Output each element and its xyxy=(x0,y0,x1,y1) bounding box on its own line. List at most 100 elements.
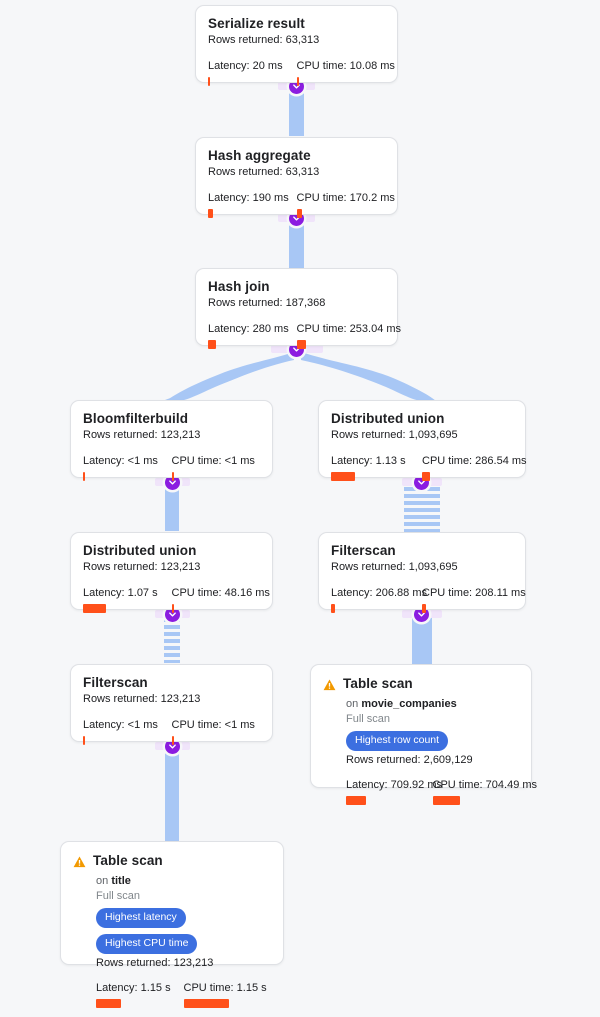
chevron-down-icon xyxy=(293,84,300,89)
cpu-bar xyxy=(171,472,174,481)
latency-label: Latency: 1.07 s xyxy=(83,587,158,599)
edge-bloomfilterbuild-to-distunion xyxy=(165,487,179,531)
latency-bar xyxy=(208,209,213,218)
cpu-metric: CPU time: <1 ms xyxy=(171,718,261,745)
plan-node-filterscan-left[interactable]: Filterscan Rows returned: 123,213 Latenc… xyxy=(70,664,273,745)
cpu-bar xyxy=(422,472,430,481)
edge-right-branch xyxy=(297,351,436,401)
edge-left-branch xyxy=(165,353,296,400)
plan-node-bloomfilterbuild[interactable]: Bloomfilterbuild Rows returned: 123,213 … xyxy=(70,400,273,481)
rows-returned: Rows returned: 2,609,129 xyxy=(346,754,473,766)
on-prefix: on xyxy=(346,698,359,710)
cpu-label: CPU time: 170.2 ms xyxy=(296,192,395,204)
node-header: Hash aggregate xyxy=(208,147,385,164)
edge-hashjoin-to-bloomfilterbuild xyxy=(176,352,298,400)
latency-bar xyxy=(331,604,335,613)
metrics-row: Latency: <1 ms CPU time: <1 ms xyxy=(83,718,260,745)
plan-node-filterscan-right[interactable]: Filterscan Rows returned: 1,093,695 Late… xyxy=(318,532,526,613)
node-title: Hash aggregate xyxy=(208,148,311,163)
cpu-label: CPU time: <1 ms xyxy=(171,455,255,467)
rows-returned: Rows returned: 123,213 xyxy=(83,561,201,573)
cpu-bar xyxy=(183,999,229,1008)
cpu-bar xyxy=(422,604,426,613)
latency-metric: Latency: 20 ms xyxy=(208,59,297,86)
node-title: Table scan xyxy=(343,676,413,691)
metrics-row: Latency: 1.07 s CPU time: 48.16 ms xyxy=(83,586,270,613)
metrics-row: Latency: <1 ms CPU time: <1 ms xyxy=(83,454,260,481)
chevron-down-icon xyxy=(293,216,300,221)
chevron-down-icon xyxy=(169,480,176,485)
latency-metric: Latency: 1.15 s xyxy=(96,981,184,1008)
table-name: title xyxy=(111,875,131,887)
badge-highest-cpu-time[interactable]: Highest CPU time xyxy=(96,934,198,954)
cpu-label: CPU time: 48.16 ms xyxy=(171,587,270,599)
metrics-row: Latency: 1.15 s CPU time: 1.15 s xyxy=(96,981,271,1008)
warning-triangle-icon xyxy=(73,855,86,873)
cpu-label: CPU time: 286.54 ms xyxy=(422,455,527,467)
plan-node-table-scan-movie-companies[interactable]: Table scan on movie_companies Full scan … xyxy=(310,664,537,805)
node-title: Serialize result xyxy=(208,16,305,31)
node-header: Distributed union xyxy=(83,542,260,559)
metrics-row: Latency: 206.88 ms CPU time: 208.11 ms xyxy=(331,586,526,613)
latency-label: Latency: <1 ms xyxy=(83,455,158,467)
node-body: on movie_companies Full scan Highest row… xyxy=(323,697,538,805)
latency-label: Latency: <1 ms xyxy=(83,719,158,731)
latency-metric: Latency: 1.13 s xyxy=(331,454,422,481)
node-header: Bloomfilterbuild xyxy=(83,410,260,427)
latency-label: Latency: 20 ms xyxy=(208,60,283,72)
cpu-metric: CPU time: 48.16 ms xyxy=(171,586,270,613)
cpu-bar xyxy=(296,77,299,86)
latency-bar xyxy=(83,604,106,613)
badge-highest-latency[interactable]: Highest latency xyxy=(96,908,186,928)
node-header: Table scan xyxy=(323,675,519,696)
cpu-metric: CPU time: 704.49 ms xyxy=(432,778,538,805)
node-header: Filterscan xyxy=(331,542,513,559)
latency-bar xyxy=(331,472,355,481)
cpu-metric: CPU time: 170.2 ms xyxy=(296,191,395,218)
collapse-toggle-distributed-union-left[interactable] xyxy=(165,607,180,622)
cpu-metric: CPU time: 10.08 ms xyxy=(296,59,395,86)
latency-metric: Latency: <1 ms xyxy=(83,454,172,481)
node-title: Distributed union xyxy=(83,543,197,558)
plan-node-hash-aggregate[interactable]: Hash aggregate Rows returned: 63,313 Lat… xyxy=(195,137,398,218)
edge-distunion-to-filterscan-striped-left xyxy=(164,618,180,663)
plan-node-distributed-union-right[interactable]: Distributed union Rows returned: 1,093,6… xyxy=(318,400,527,481)
latency-metric: Latency: 206.88 ms xyxy=(331,586,428,613)
chevron-down-icon xyxy=(418,612,425,617)
node-title: Hash join xyxy=(208,279,270,294)
scan-type: Full scan xyxy=(96,890,141,902)
collapse-toggle-filterscan-left[interactable] xyxy=(165,739,180,754)
plan-node-table-scan-title[interactable]: Table scan on title Full scan Highest la… xyxy=(60,841,284,1008)
latency-label: Latency: 190 ms xyxy=(208,192,289,204)
chevron-down-icon xyxy=(169,744,176,749)
rows-returned: Rows returned: 1,093,695 xyxy=(331,429,458,441)
plan-node-hash-join[interactable]: Hash join Rows returned: 187,368 Latency… xyxy=(195,268,402,349)
latency-metric: Latency: <1 ms xyxy=(83,718,172,745)
cpu-label: CPU time: 1.15 s xyxy=(183,982,267,994)
cpu-metric: CPU time: 286.54 ms xyxy=(422,454,527,481)
plan-node-distributed-union-left[interactable]: Distributed union Rows returned: 123,213… xyxy=(70,532,273,613)
cpu-label: CPU time: 704.49 ms xyxy=(432,779,538,791)
latency-label: Latency: 1.15 s xyxy=(96,982,171,994)
latency-label: Latency: 709.92 ms xyxy=(346,779,443,791)
plan-node-serialize-result[interactable]: Serialize result Rows returned: 63,313 L… xyxy=(195,5,398,86)
warning-triangle-icon xyxy=(323,678,336,696)
cpu-bar xyxy=(171,736,174,745)
table-name: movie_companies xyxy=(361,698,457,710)
latency-label: Latency: 206.88 ms xyxy=(331,587,428,599)
rows-returned: Rows returned: 63,313 xyxy=(208,166,320,178)
collapse-toggle-bloomfilterbuild[interactable] xyxy=(165,475,180,490)
latency-metric: Latency: 280 ms xyxy=(208,322,297,349)
metrics-row: Latency: 280 ms CPU time: 253.04 ms xyxy=(208,322,402,349)
node-body: on title Full scan Highest latency Highe… xyxy=(73,874,271,1008)
latency-label: Latency: 1.13 s xyxy=(331,455,406,467)
node-header: Serialize result xyxy=(208,15,385,32)
cpu-bar xyxy=(171,604,174,613)
node-header: Filterscan xyxy=(83,674,260,691)
badge-highest-row-count[interactable]: Highest row count xyxy=(346,731,449,751)
node-title: Filterscan xyxy=(83,675,148,690)
chevron-down-icon xyxy=(418,480,425,485)
edge-filterscan-to-tablescan-right xyxy=(412,618,432,668)
cpu-label: CPU time: 253.04 ms xyxy=(296,323,402,335)
